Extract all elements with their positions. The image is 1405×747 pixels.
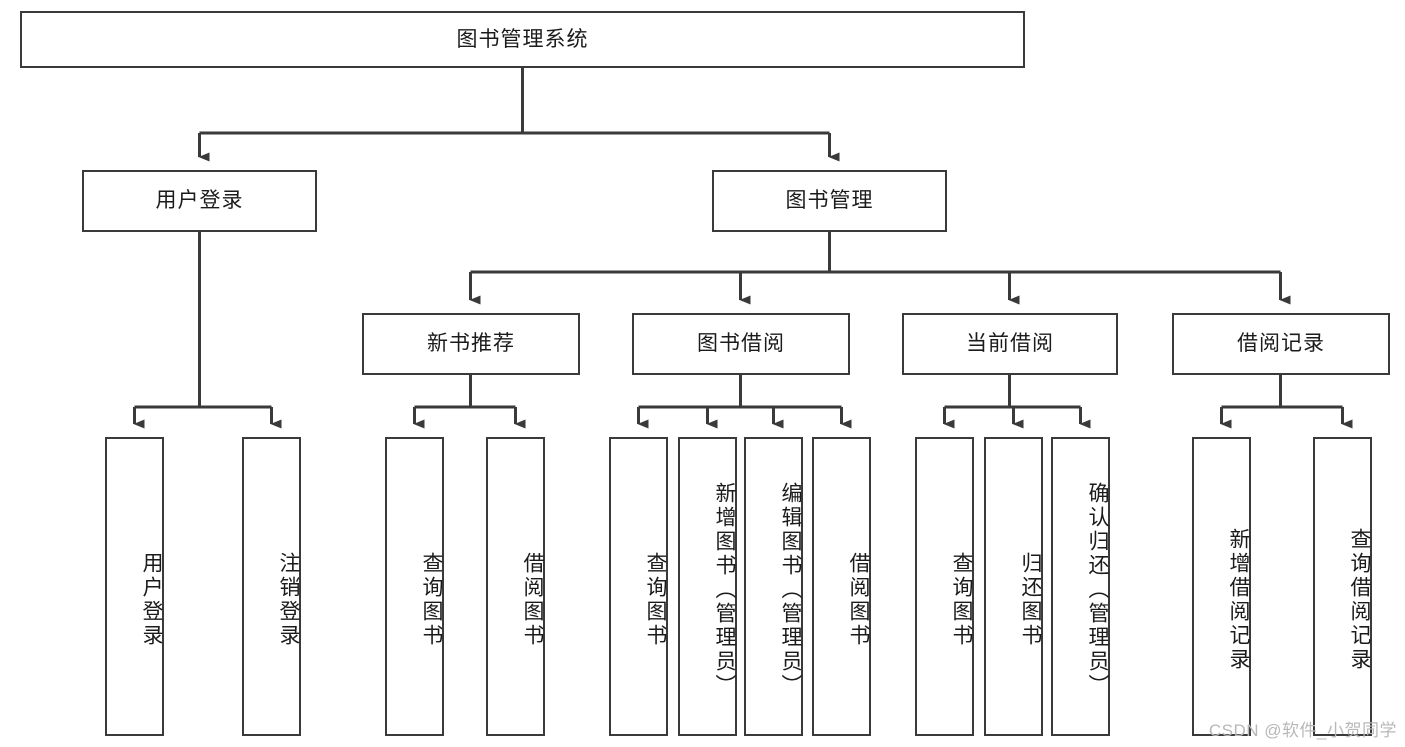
leaf-return-book[interactable]: 归还图书: [984, 437, 1043, 736]
leaf-query-book-current[interactable]: 查询图书: [915, 437, 974, 736]
node-user-login[interactable]: 用户登录: [82, 170, 317, 232]
leaf-edit-book-admin[interactable]: 编辑图书（管理员）: [744, 437, 803, 736]
node-current-borrow[interactable]: 当前借阅: [902, 313, 1118, 375]
node-new-book-recommend[interactable]: 新书推荐: [362, 313, 580, 375]
leaf-add-book-admin[interactable]: 新增图书（管理员）: [678, 437, 737, 736]
leaf-logout[interactable]: 注销登录: [242, 437, 301, 736]
leaf-user-login[interactable]: 用户登录: [105, 437, 164, 736]
node-book-borrow[interactable]: 图书借阅: [632, 313, 850, 375]
leaf-query-book-newbook[interactable]: 查询图书: [385, 437, 444, 736]
leaf-query-book-borrow[interactable]: 查询图书: [609, 437, 668, 736]
leaf-confirm-return-admin[interactable]: 确认归还（管理员）: [1051, 437, 1110, 736]
csdn-watermark: CSDN @软件_小贺同学: [1208, 721, 1397, 740]
node-root-system[interactable]: 图书管理系统: [20, 11, 1025, 68]
node-borrow-record[interactable]: 借阅记录: [1172, 313, 1390, 375]
leaf-add-borrow-record[interactable]: 新增借阅记录: [1192, 437, 1251, 736]
leaf-query-borrow-record[interactable]: 查询借阅记录: [1313, 437, 1372, 736]
leaf-borrow-book-newbook[interactable]: 借阅图书: [486, 437, 545, 736]
node-book-management[interactable]: 图书管理: [712, 170, 947, 232]
leaf-borrow-book-borrow[interactable]: 借阅图书: [812, 437, 871, 736]
